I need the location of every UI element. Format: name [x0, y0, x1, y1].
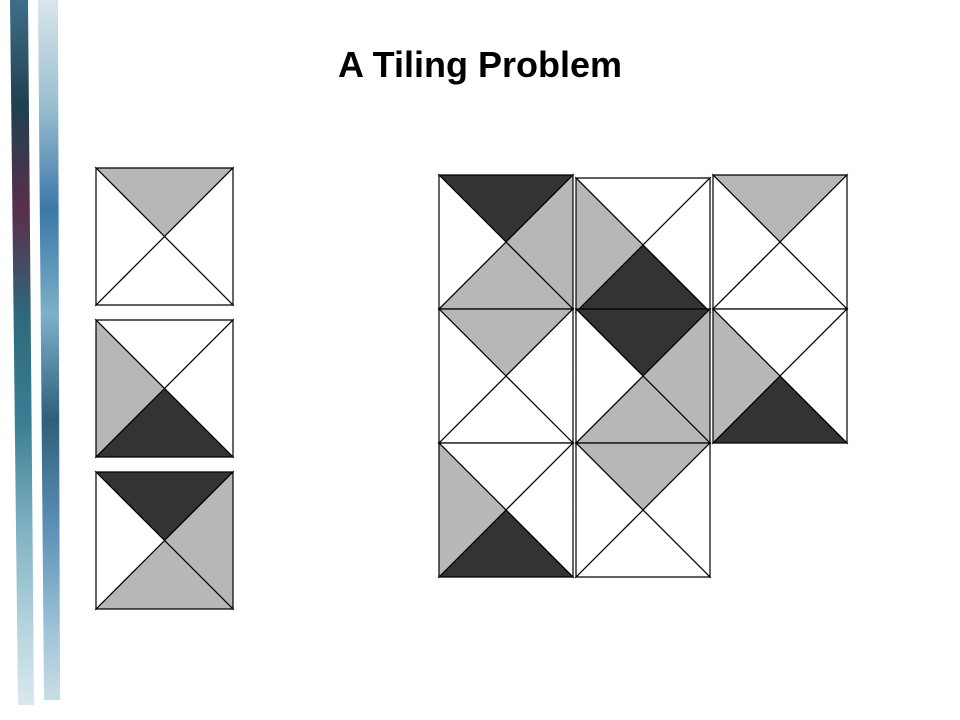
tiling-cell-r3c1 — [437, 441, 575, 579]
tiling-cell-r1c2 — [574, 176, 712, 314]
tiling-cell-r1c3 — [711, 173, 849, 311]
tile-triangle-left — [95, 166, 166, 307]
tile-type-2 — [94, 318, 235, 459]
tile-triangle-left — [575, 441, 644, 579]
tile-triangle-left — [438, 173, 507, 311]
tile-triangle-left — [438, 307, 507, 445]
slide-title: A Tiling Problem — [337, 44, 623, 85]
tile-triangle-left — [575, 176, 644, 314]
decorative-strip-left — [10, 0, 34, 705]
tile-type-3 — [94, 470, 235, 611]
decorative-strip-right — [38, 0, 60, 700]
decorative-side-strips — [10, 0, 60, 705]
tile-triangle-left — [712, 173, 781, 311]
tile-triangle-left — [712, 307, 781, 445]
tile-triangle-left — [95, 318, 166, 459]
tile-triangle-left — [95, 470, 166, 611]
tile-triangle-left — [575, 307, 644, 445]
tiling-cell-r2c3 — [711, 307, 849, 445]
tile-type-1 — [94, 166, 235, 307]
tiling-cell-r2c1 — [437, 307, 575, 445]
tiling-cell-r2c2 — [574, 307, 712, 445]
tile-triangle-left — [438, 441, 507, 579]
tiling-cell-r3c2 — [574, 441, 712, 579]
tiling-cell-r1c1 — [437, 173, 575, 311]
